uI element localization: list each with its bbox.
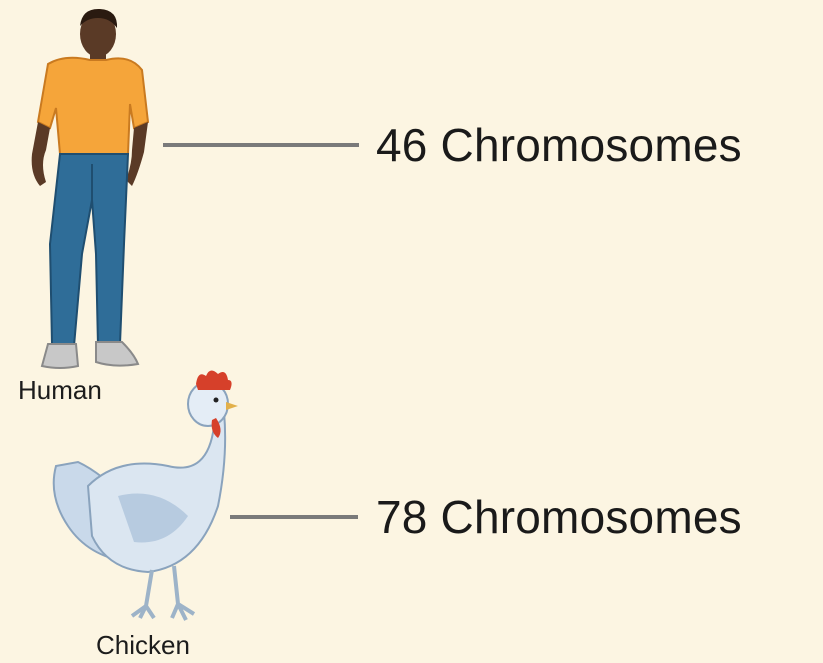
chicken-connector-line [230,515,358,519]
human-chromosome-count: 46 Chromosomes [376,118,742,172]
human-connector-line [163,143,359,147]
human-figure-icon [10,4,160,374]
chicken-caption: Chicken [96,630,190,661]
chicken-chromosome-count: 78 Chromosomes [376,490,742,544]
chicken-figure-icon [48,366,248,628]
